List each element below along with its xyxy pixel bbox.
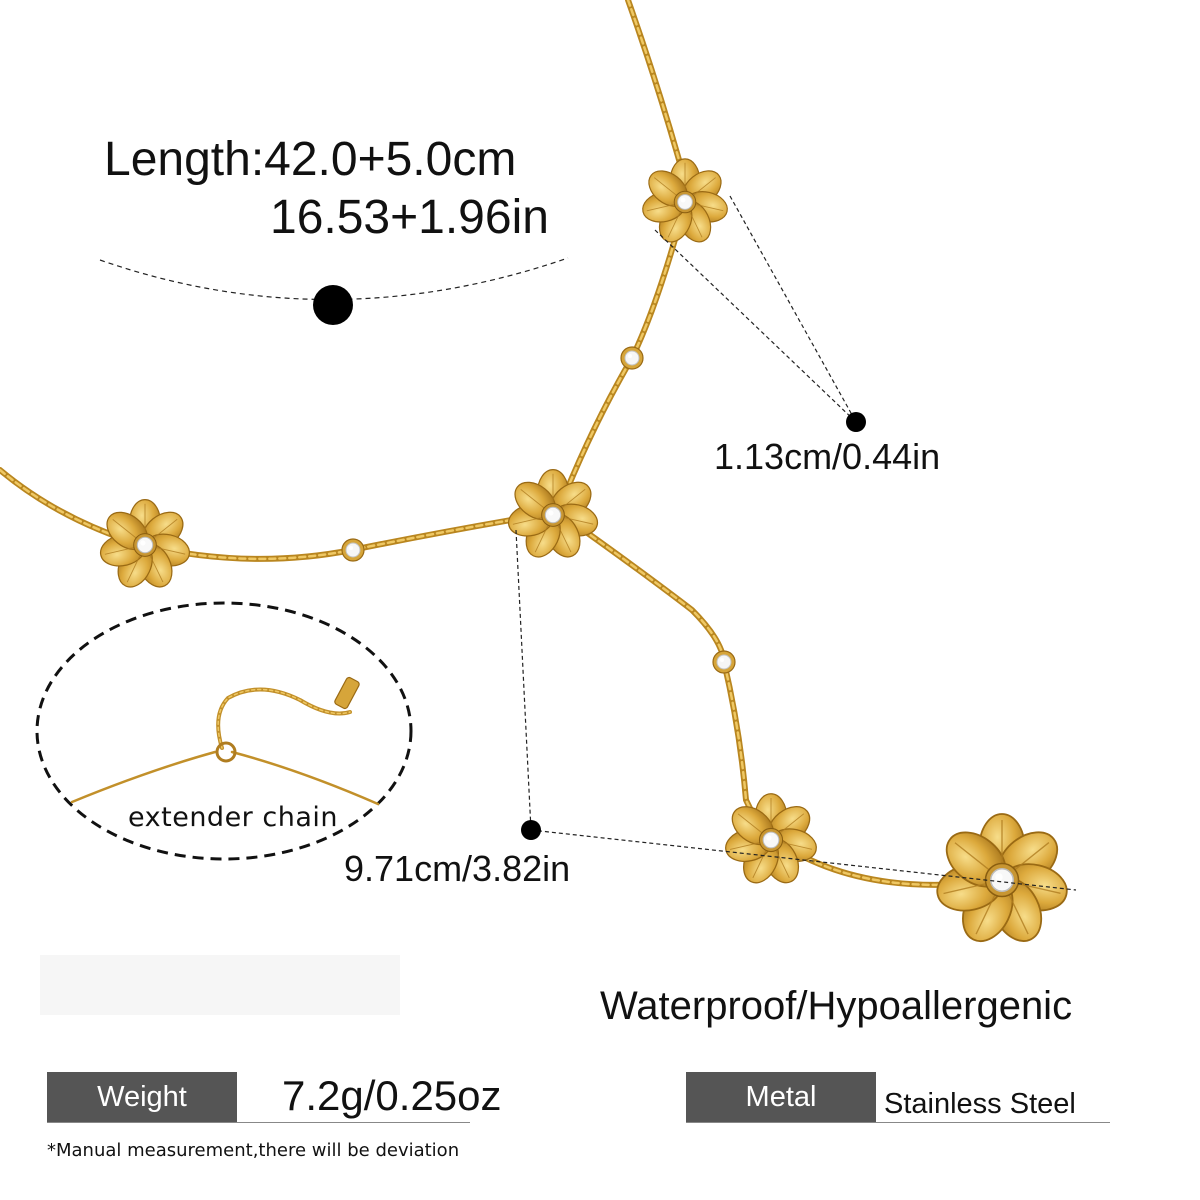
extender-inset-ellipse	[35, 601, 413, 861]
weight-value: 7.2g/0.25oz	[282, 1072, 502, 1119]
length-metric-label: Length:42.0+5.0cm	[104, 133, 517, 186]
pendant-size-guide	[654, 195, 857, 423]
feature-label: Waterproof/Hypoallergenic	[600, 984, 1073, 1028]
flower-charm-lower	[721, 793, 821, 890]
extender-chain-illustration	[70, 676, 380, 806]
drop-length-dot	[521, 820, 541, 840]
length-imperial-label: 16.53+1.96in	[270, 191, 549, 244]
measurement-note: *Manual measurement,there will be deviat…	[47, 1140, 460, 1161]
pendant-size-label: 1.13cm/0.44in	[714, 436, 941, 477]
flower-charm-left	[96, 499, 194, 594]
bezel-stone	[620, 346, 644, 370]
pendant-size-dot	[846, 412, 866, 432]
metal-underline	[686, 1122, 1110, 1123]
flower-pendant	[931, 813, 1073, 951]
metal-value: Stainless Steel	[884, 1088, 1076, 1120]
drop-length-label: 9.71cm/3.82in	[344, 848, 571, 889]
bezel-stone	[341, 538, 365, 562]
weight-underline	[47, 1122, 470, 1123]
reflection-shadow	[40, 955, 400, 1015]
extender-chain-label: extender chain	[128, 802, 338, 833]
drop-length-guide	[515, 529, 1077, 891]
flower-charm-center	[504, 469, 602, 564]
metal-label: Metal	[686, 1072, 876, 1122]
bezel-stone	[712, 650, 736, 674]
length-marker-dot	[313, 285, 353, 325]
flower-charm-top	[639, 158, 731, 248]
weight-label: Weight	[47, 1072, 237, 1122]
